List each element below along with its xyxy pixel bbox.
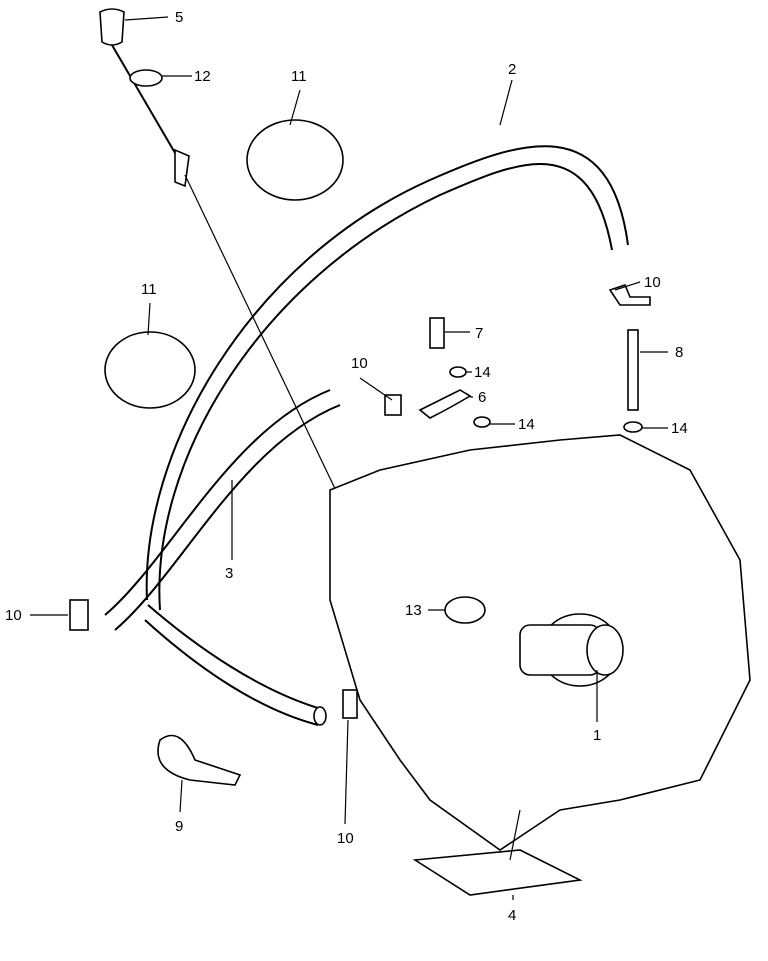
callout-11: 11 [141,281,157,298]
callout-14: 14 [474,364,491,381]
callout-12: 12 [194,68,211,85]
callout-6: 6 [478,389,486,406]
callout-10: 10 [351,355,368,372]
clip-part [157,734,242,786]
o-ring-13 [444,596,486,624]
dipstick-part [99,8,351,521]
callout-9: 9 [175,818,183,835]
callout-5: 5 [175,9,183,26]
band-clamp-lower [104,331,196,409]
callout-2: 2 [508,61,516,78]
hose-3 [104,389,331,616]
callout-1: 1 [593,727,601,744]
leader-lines [30,16,668,900]
callout-10: 10 [644,274,661,291]
callout-14: 14 [518,416,535,433]
callout-10: 10 [5,607,22,624]
band-clamp-upper [246,119,344,201]
callout-14: 14 [671,420,688,437]
hose-2 [145,145,629,601]
small-parts [69,284,651,719]
callout-8: 8 [675,344,683,361]
callout-4: 4 [508,907,516,924]
callout-3: 3 [225,565,233,582]
callout-10: 10 [337,830,354,847]
pan-part [412,849,583,896]
callout-11: 11 [291,68,307,85]
callout-13: 13 [405,602,422,619]
o-ring-part [129,69,163,87]
callout-7: 7 [475,325,483,342]
